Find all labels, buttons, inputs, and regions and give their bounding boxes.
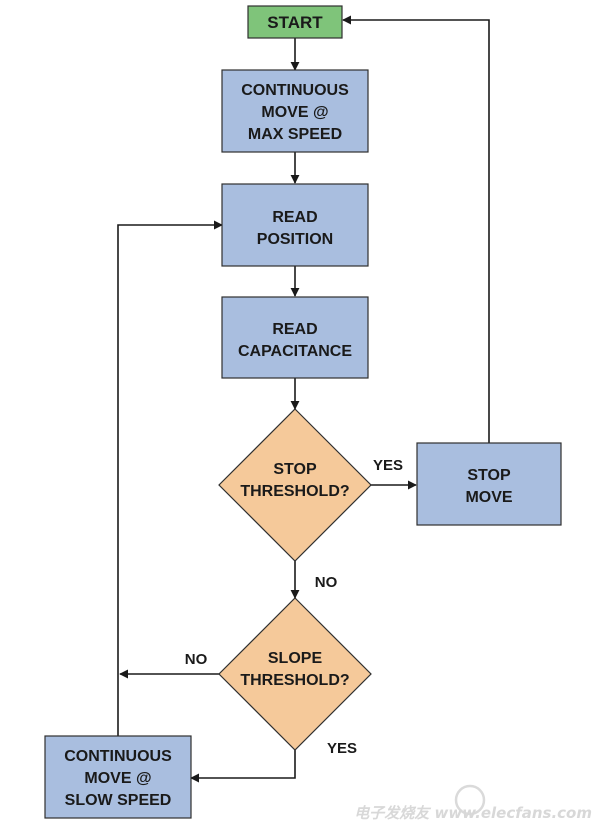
node-continuous-slow-line-3: SLOW SPEED [65,792,172,809]
connectors [117,15,490,783]
edge-label-slope-yes: YES [327,740,357,757]
watermark-logo-icon [454,784,486,816]
node-stop-threshold-line-2: THRESHOLD? [240,483,349,500]
node-read-capacitance: READ CAPACITANCE [221,296,369,379]
node-continuous-max: CONTINUOUS MOVE @ MAX SPEED [221,69,369,153]
watermark-text: 电子发烧友 www.elecfans.com [354,804,592,822]
watermark: 电子发烧友 www.elecfans.com [354,784,592,822]
connector-slope-threshold-yes [190,750,296,783]
node-start: START [247,5,343,39]
node-slope-threshold-line-2: THRESHOLD? [240,672,349,689]
node-stop-move: STOP MOVE [416,442,562,526]
node-read-position-line-1: READ [272,209,317,226]
connector-slow-to-position [117,220,223,736]
node-slope-threshold-line-1: SLOPE [268,650,323,667]
edge-label-slope-no: NO [185,651,208,668]
edge-label-stop-yes: YES [373,457,403,474]
node-stop-threshold: STOP THRESHOLD? [218,408,372,562]
node-read-capacitance-line-2: CAPACITANCE [238,343,352,360]
node-start-label: START [267,13,323,32]
node-read-position-line-2: POSITION [257,231,333,248]
node-stop-move-line-1: STOP [467,467,511,484]
node-continuous-max-line-1: CONTINUOUS [241,82,349,99]
node-continuous-max-line-3: MAX SPEED [248,126,342,143]
node-continuous-slow-line-2: MOVE @ [84,770,151,787]
node-continuous-slow-line-1: CONTINUOUS [64,748,172,765]
node-read-capacitance-line-1: READ [272,321,317,338]
node-stop-threshold-line-1: STOP [273,461,317,478]
node-continuous-max-line-2: MOVE @ [261,104,328,121]
node-slope-threshold: SLOPE THRESHOLD? [218,597,372,751]
node-read-position: READ POSITION [221,183,369,267]
edge-label-stop-no: NO [315,574,338,591]
node-continuous-slow: CONTINUOUS MOVE @ SLOW SPEED [44,735,192,819]
node-stop-move-line-2: MOVE [465,489,512,506]
connector-stop-move-to-start [342,15,490,443]
